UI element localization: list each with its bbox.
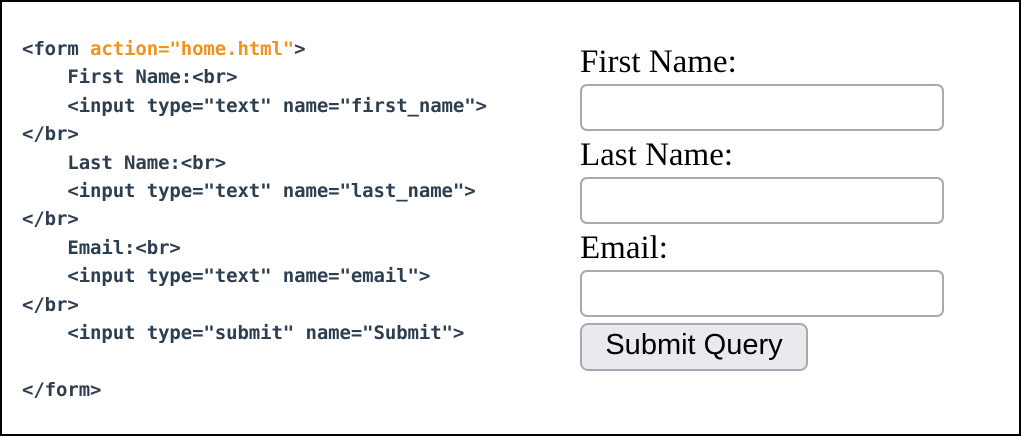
submit-query-button[interactable]: Submit Query xyxy=(580,323,808,371)
code-line-2-indent xyxy=(22,66,67,88)
code-line: <input type="text" name="first_name"> xyxy=(22,95,487,117)
code-line: <input type="text" name="last_name"> xyxy=(22,180,476,203)
code-line: <input type="text" name="email"> xyxy=(22,265,430,287)
code-line-blank xyxy=(22,350,33,372)
code-line-2-text: First Name:<br> xyxy=(67,66,238,89)
rendered-form-pane: First Name: Last Name: Email: Submit Que… xyxy=(580,44,1000,371)
code-line: Last Name:<br> xyxy=(22,152,226,174)
email-label: Email: xyxy=(580,230,668,266)
code-line: </form> xyxy=(22,379,101,401)
code-line: <form action="home.html"> xyxy=(22,38,306,60)
code-line: First Name:<br> xyxy=(22,66,237,88)
code-line-13-text: </form> xyxy=(22,378,102,401)
code-line-5-indent xyxy=(22,152,67,174)
code-block: <form action="home.html"> First Name:<br… xyxy=(22,35,562,404)
code-line-9-indent xyxy=(22,265,67,287)
first-name-input[interactable] xyxy=(580,84,944,131)
contact-form: First Name: Last Name: Email: Submit Que… xyxy=(580,44,1000,371)
code-line-6-indent xyxy=(22,180,67,202)
field-group-first-name: First Name: xyxy=(580,44,1000,131)
code-line-1-attribute: action="home.html" xyxy=(90,38,295,60)
code-line-7-text: </br> xyxy=(22,208,79,231)
email-input[interactable] xyxy=(580,270,944,317)
code-line-5-text: Last Name:<br> xyxy=(67,151,227,174)
code-line-1-tag-open: <form xyxy=(22,38,91,60)
html-source-code-pane: <form action="home.html"> First Name:<br… xyxy=(22,35,562,404)
code-line-1-tag-close: > xyxy=(294,38,306,60)
code-line: </br> xyxy=(22,294,79,316)
code-line-11-indent xyxy=(22,322,67,344)
code-line-4-text: </br> xyxy=(22,123,79,146)
code-line-8-indent xyxy=(22,237,67,259)
code-line: </br> xyxy=(22,123,79,145)
code-line-8-text: Email:<br> xyxy=(67,236,181,259)
last-name-input[interactable] xyxy=(580,177,944,224)
code-line-9-text: <input type="text" name="email"> xyxy=(67,265,431,288)
code-line-3-text: <input type="text" name="first_name"> xyxy=(67,94,487,117)
first-name-label: First Name: xyxy=(580,44,737,80)
code-line-6-text: <input type="text" name="last_name"> xyxy=(67,180,476,203)
last-name-label: Last Name: xyxy=(580,137,734,173)
field-group-last-name: Last Name: xyxy=(580,137,1000,224)
code-line: </br> xyxy=(22,208,79,230)
code-line: <input type="submit" name="Submit"> xyxy=(22,322,464,344)
field-group-email: Email: xyxy=(580,230,1000,317)
code-line-10-text: </br> xyxy=(22,293,79,316)
code-line-3-indent xyxy=(22,95,67,117)
code-line: Email:<br> xyxy=(22,236,181,259)
code-line-11-text: <input type="submit" name="Submit"> xyxy=(67,322,465,345)
